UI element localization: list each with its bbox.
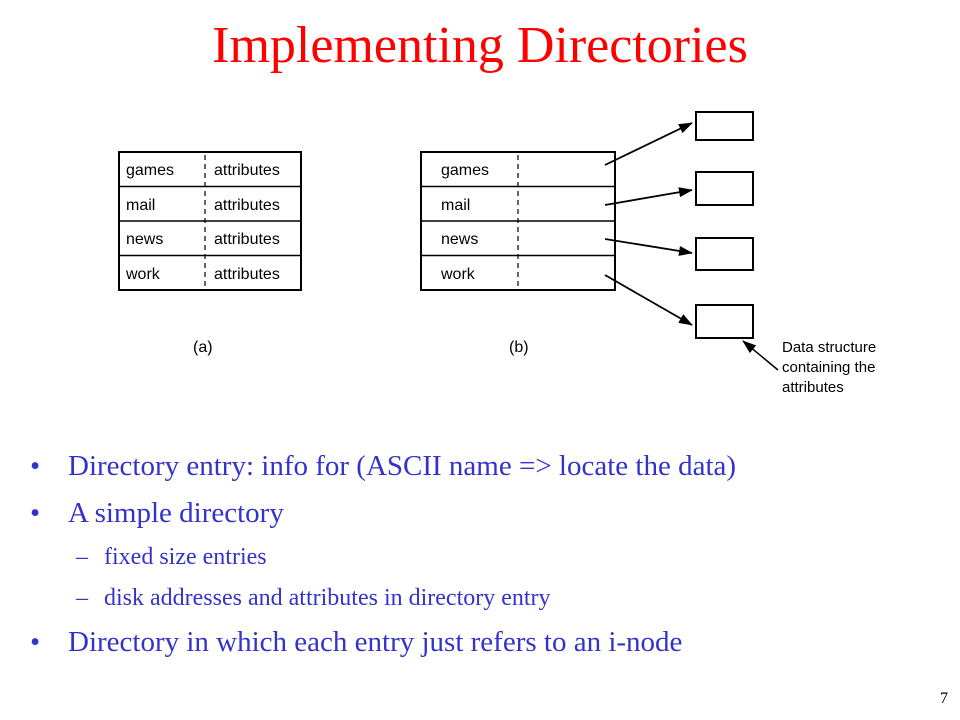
table-a-row-attr: attributes — [214, 266, 280, 283]
table-a: games attributes mail attributes news at… — [118, 151, 302, 291]
pointer-arrow — [604, 122, 693, 166]
sub-bullet-dash: – — [76, 544, 88, 570]
table-a-label: (a) — [193, 339, 213, 356]
table-a-row-attr: attributes — [214, 197, 280, 214]
sub-bullet-text: disk addresses and attributes in directo… — [104, 585, 551, 611]
table-a-row-name: games — [126, 162, 174, 179]
attribute-box — [695, 171, 754, 206]
bullet-text: A simple directory — [68, 497, 284, 529]
bullet-text: Directory in which each entry just refer… — [68, 626, 683, 658]
pointer-arrow — [604, 238, 693, 256]
sub-bullet-text: fixed size entries — [104, 544, 267, 570]
attribute-box — [695, 304, 754, 339]
table-a-row-name: work — [125, 266, 161, 283]
sub-bullet-item: – disk addresses and attributes in direc… — [76, 583, 940, 613]
table-b-row-name: mail — [441, 197, 470, 214]
table-b-row-name: games — [441, 162, 489, 179]
table-a-row-name: mail — [126, 197, 155, 214]
callout-text-line2: containing the — [782, 359, 875, 376]
page-number: 7 — [940, 690, 948, 707]
table-a-row-name: news — [126, 231, 163, 248]
bullet-item: • A simple directory — [30, 495, 940, 531]
sub-bullet-dash: – — [76, 585, 88, 611]
attribute-box — [695, 111, 754, 141]
bullet-text: Directory entry: info for (ASCII name =>… — [68, 450, 737, 482]
table-a-row-attr: attributes — [214, 162, 280, 179]
directory-diagram: games attributes mail attributes news at… — [118, 111, 876, 396]
bullet-dot: • — [30, 626, 41, 658]
bullet-item: • Directory entry: info for (ASCII name … — [30, 448, 940, 484]
callout-arrow — [742, 340, 779, 371]
table-a-row-attr: attributes — [214, 231, 280, 248]
bullet-dot: • — [30, 450, 41, 482]
bullet-dot: • — [30, 497, 41, 529]
table-b-label: (b) — [509, 339, 529, 356]
bullet-item: • Directory in which each entry just ref… — [30, 624, 940, 660]
pointer-arrow — [604, 274, 693, 326]
table-b-row-name: news — [441, 231, 478, 248]
table-b-row-name: work — [440, 266, 476, 283]
slide-title: Implementing Directories — [212, 17, 748, 74]
bullet-list: • Directory entry: info for (ASCII name … — [30, 448, 940, 671]
sub-bullet-item: – fixed size entries — [76, 542, 940, 572]
pointer-arrow — [604, 187, 693, 206]
callout-text-line3: attributes — [782, 379, 844, 396]
attribute-box — [695, 237, 754, 271]
table-b: games mail news work — [420, 151, 616, 291]
callout-text-line1: Data structure — [782, 339, 876, 356]
